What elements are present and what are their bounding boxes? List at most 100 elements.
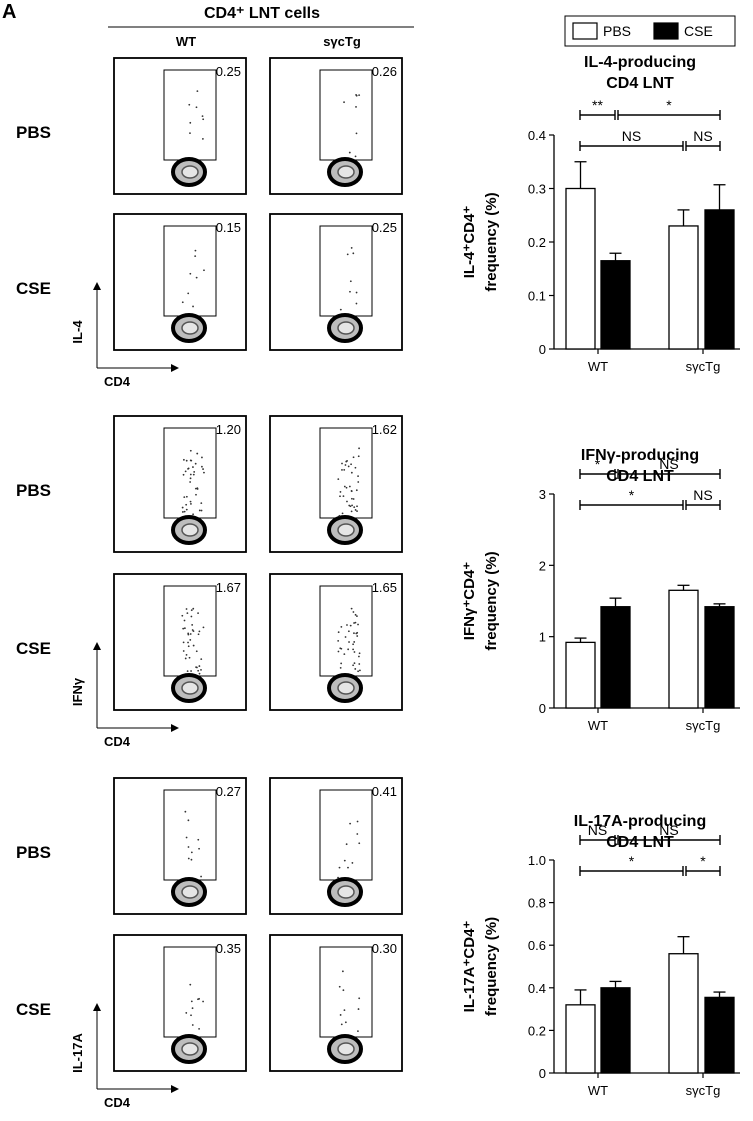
event-dot (194, 462, 197, 465)
event-dot (343, 859, 346, 862)
event-dot (181, 614, 184, 617)
event-dot (350, 471, 353, 474)
y-axis-label: IL-17A (70, 1033, 85, 1073)
y-tick-label: 0.4 (528, 981, 546, 996)
flow-plot: 1.65 (269, 573, 403, 711)
event-dot (352, 648, 355, 651)
event-dot (338, 985, 341, 988)
event-dot (188, 103, 191, 106)
event-dot (354, 621, 357, 624)
flow-plot: 0.35 (113, 934, 247, 1072)
event-dot (350, 510, 353, 513)
event-dot (195, 106, 198, 109)
event-dot (187, 857, 190, 860)
event-dot (185, 508, 188, 511)
y-axis-label: IL-4⁺CD4⁺ (461, 206, 478, 279)
event-dot (348, 485, 351, 488)
chart-title: IL-17A-producing (574, 813, 706, 830)
bar-pbs (565, 641, 596, 709)
event-dot (201, 456, 203, 459)
event-dot (189, 473, 192, 476)
event-dot (192, 305, 194, 308)
event-dot (190, 670, 192, 672)
event-dot (195, 650, 198, 653)
chart-subtitle: CD4 LNT (606, 834, 674, 851)
event-dot (192, 466, 194, 468)
y-tick-label: 0.8 (528, 896, 546, 911)
population-core (337, 885, 355, 899)
y-tick-label: 0.6 (528, 938, 546, 953)
event-dot (341, 469, 343, 471)
y-tick-label: 0.3 (528, 182, 546, 197)
population-core (337, 321, 355, 335)
event-dot (192, 644, 195, 647)
event-dot (348, 641, 350, 643)
population-core (181, 885, 199, 899)
x-axis-label: CD4 (104, 374, 131, 389)
population-core (337, 681, 355, 695)
row-label-pbs: PBS (16, 843, 51, 862)
y-axis-label: frequency (%) (483, 192, 500, 291)
event-dot (337, 631, 340, 634)
event-dot (352, 456, 355, 459)
category-label: WT (588, 718, 608, 733)
event-dot (349, 822, 352, 825)
event-dot (350, 489, 353, 492)
event-dot (183, 510, 186, 513)
category-label: WT (588, 1083, 608, 1098)
event-dot (340, 662, 343, 665)
event-dot (354, 668, 357, 670)
y-axis-label: IFNγ (70, 677, 85, 706)
event-dot (343, 101, 345, 104)
event-dot (339, 666, 342, 669)
event-dot (341, 462, 343, 465)
chart-title: IL-4-producing (584, 54, 696, 71)
significance-label: * (595, 456, 601, 472)
legend-label-pbs: PBS (603, 23, 631, 39)
event-dot (357, 1008, 360, 1010)
event-dot (188, 656, 191, 659)
event-dot (350, 463, 352, 466)
event-dot (191, 1007, 194, 1010)
event-dot (355, 93, 357, 96)
y-tick-label: 1 (539, 630, 546, 645)
event-dot (182, 473, 185, 476)
event-dot (346, 624, 348, 626)
significance-label: NS (622, 128, 641, 144)
event-dot (200, 668, 202, 671)
significance-label: * (700, 853, 706, 869)
event-dot (357, 670, 360, 673)
event-dot (341, 512, 344, 515)
event-dot (189, 633, 192, 635)
event-dot (189, 132, 191, 135)
event-dot (358, 842, 361, 845)
population-core (181, 165, 199, 179)
y-axis-label: frequency (%) (483, 917, 500, 1016)
event-dot (357, 1030, 359, 1033)
event-dot (201, 465, 203, 468)
event-dot (354, 466, 357, 469)
event-dot (185, 459, 188, 462)
event-dot (200, 658, 203, 661)
event-dot (185, 608, 188, 610)
event-dot (337, 650, 340, 653)
event-dot (198, 665, 201, 667)
event-dot (202, 138, 204, 140)
y-axis-label: IL-17A⁺CD4⁺ (461, 921, 478, 1013)
event-dot (358, 94, 361, 97)
event-dot (356, 510, 358, 513)
event-dot (190, 858, 193, 861)
category-label: sγcTg (686, 718, 721, 733)
population-core (181, 681, 199, 695)
event-dot (348, 151, 351, 154)
event-dot (347, 866, 349, 869)
event-dot (356, 505, 358, 508)
event-dot (191, 629, 194, 631)
y-tick-label: 0 (539, 701, 546, 716)
event-dot (353, 622, 355, 624)
gate-percentage: 0.27 (216, 784, 241, 799)
category-label: sγcTg (686, 1083, 721, 1098)
event-dot (358, 663, 361, 665)
event-dot (354, 509, 357, 511)
